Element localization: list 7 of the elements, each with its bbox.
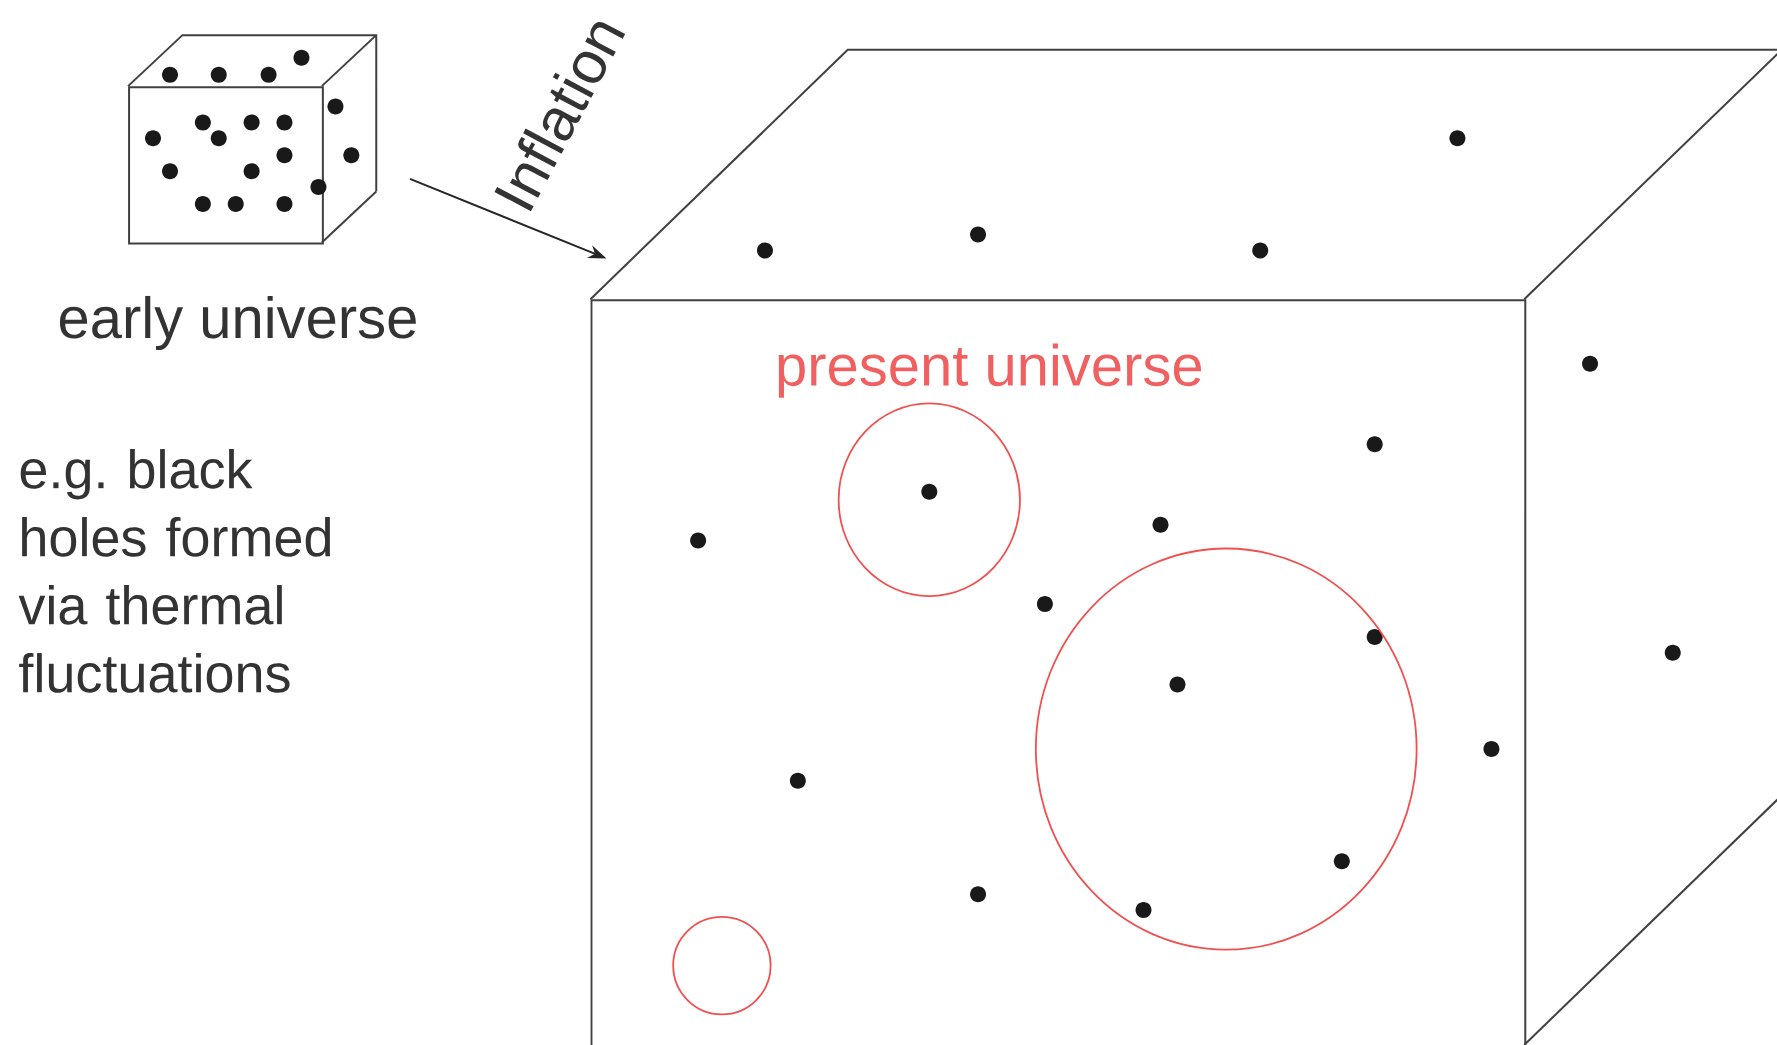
circle <box>1034 547 1418 951</box>
cube-drawing <box>127 34 378 245</box>
circle <box>837 402 1021 598</box>
node-label: early universe <box>59 296 416 351</box>
circle-label: present universe <box>778 343 1202 398</box>
note-text: e.g. black holes formed via thermal fluctuations <box>18 449 331 693</box>
circle <box>672 916 772 1016</box>
